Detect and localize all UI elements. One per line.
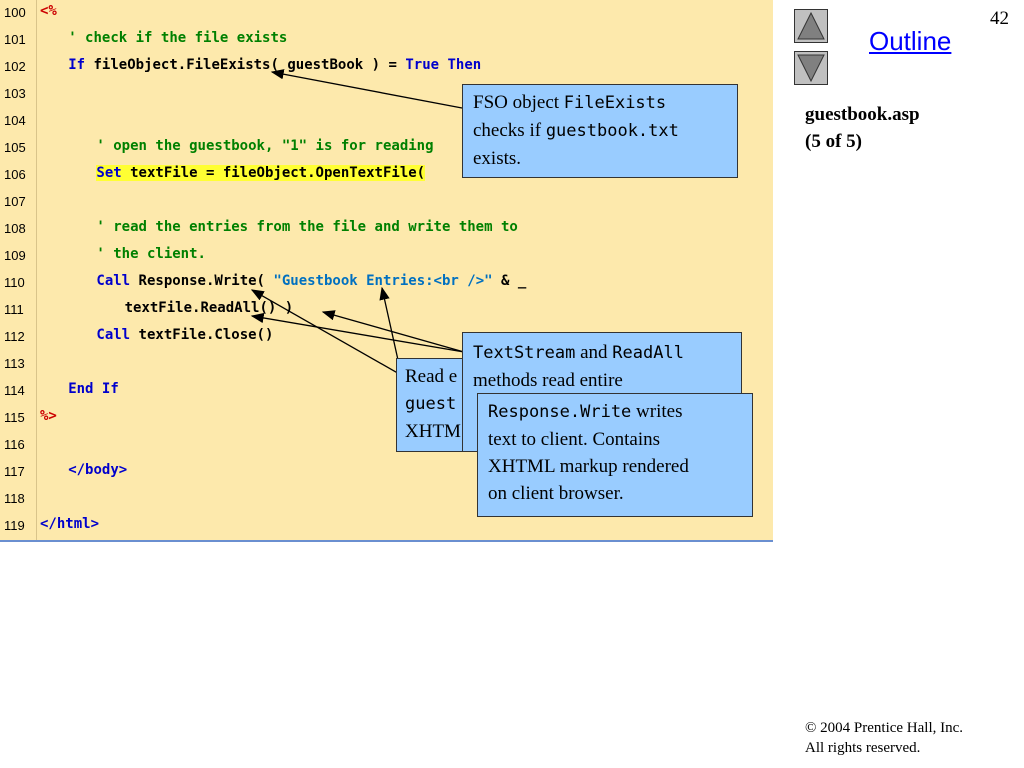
code-token: textFile.ReadAll() ) <box>124 300 294 316</box>
code-text: Set textFile = fileObject.OpenTextFile( <box>96 165 426 181</box>
code-line: 110 Call Response.Write( "Guestbook Entri… <box>0 270 773 297</box>
code-line: 108 ' read the entries from the file and … <box>0 216 773 243</box>
code-token: Call <box>96 327 139 343</box>
line-number: 112 <box>4 329 25 344</box>
line-number: 115 <box>4 410 25 425</box>
line-number: 108 <box>4 221 26 236</box>
copyright-notice: © 2004 Prentice Hall, Inc. All rights re… <box>805 720 964 756</box>
code-token: Call <box>96 273 139 289</box>
line-number: 117 <box>4 464 25 479</box>
code-token: End If <box>68 381 119 397</box>
triangle-down-icon <box>797 54 825 83</box>
code-text: <% <box>40 3 57 19</box>
code-token: True Then <box>405 57 482 73</box>
line-number: 102 <box>4 59 26 74</box>
code-text: </html> <box>40 516 99 532</box>
line-number: 105 <box>4 140 26 155</box>
code-text: Call Response.Write( "Guestbook Entries:… <box>96 273 526 289</box>
code-line: 102 If fileObject.FileExists( guestBook )… <box>0 54 773 81</box>
code-token: </body> <box>68 462 128 478</box>
code-token: If <box>68 57 94 73</box>
code-token: ' the client. <box>96 246 206 262</box>
code-text: %> <box>40 408 57 424</box>
code-line: 109 ' the client. <box>0 243 773 270</box>
code-line: 103 <box>0 81 773 108</box>
code-line: 115 %> <box>0 405 773 432</box>
code-token: textFile.Close() <box>138 327 274 343</box>
code-line: 104 <box>0 108 773 135</box>
line-number: 100 <box>4 5 26 20</box>
code-token: ' read the entries from the file and wri… <box>96 219 518 235</box>
code-token: ' check if the file exists <box>68 30 288 46</box>
code-line: 105 ' open the guestbook, "1" is for read… <box>0 135 773 162</box>
code-line: 117 </body> <box>0 459 773 486</box>
code-text: textFile.ReadAll() ) <box>125 300 294 316</box>
file-name: guestbook.asp <box>805 104 920 125</box>
code-text: Call textFile.Close() <box>96 327 273 343</box>
code-text: </body> <box>68 462 127 478</box>
file-title: guestbook.asp (5 of 5) <box>805 101 920 155</box>
line-number: 106 <box>4 167 26 182</box>
code-token: <% <box>40 3 57 19</box>
triangle-up-icon <box>797 11 825 40</box>
line-number: 110 <box>4 275 25 290</box>
code-token: fileObject.FileExists( guestBook ) = <box>93 57 406 73</box>
callout-response-write: Response.Write writes text to client. Co… <box>477 393 753 517</box>
code-line: 106 Set textFile = fileObject.OpenTextFil… <box>0 162 773 189</box>
outline-link[interactable]: Outline <box>869 26 952 56</box>
code-text: ' the client. <box>96 246 206 262</box>
line-number: 118 <box>4 491 25 506</box>
line-number: 104 <box>4 113 26 128</box>
page-number: 42 <box>990 8 1009 29</box>
code-line: 119 </html> <box>0 513 773 540</box>
code-token: & _ <box>492 273 527 289</box>
line-number: 101 <box>4 32 26 47</box>
code-text: ' check if the file exists <box>68 30 287 46</box>
gutter-divider <box>36 0 37 540</box>
line-number: 103 <box>4 86 26 101</box>
code-text: If fileObject.FileExists( guestBook ) = … <box>68 57 481 73</box>
code-line: 118 <box>0 486 773 513</box>
previous-slide-button[interactable] <box>794 9 828 43</box>
code-token: Set <box>96 165 131 181</box>
line-number: 107 <box>4 194 26 209</box>
line-number: 119 <box>4 518 25 533</box>
code-text: End If <box>68 381 119 397</box>
line-number: 113 <box>4 356 25 371</box>
code-token: "Guestbook Entries:<br />" <box>273 273 493 289</box>
code-line: 112 Call textFile.Close() <box>0 324 773 351</box>
line-number: 109 <box>4 248 26 263</box>
code-token: </html> <box>40 516 100 532</box>
line-number: 111 <box>4 302 24 317</box>
code-line: 116 <box>0 432 773 459</box>
file-part: (5 of 5) <box>805 131 862 152</box>
code-line: 101 ' check if the file exists <box>0 27 773 54</box>
code-line: 111 textFile.ReadAll() ) <box>0 297 773 324</box>
code-token: ' open the guestbook, "1" is for reading <box>96 138 434 154</box>
callout-fileexists: FSO object FileExists checks if guestboo… <box>462 84 738 178</box>
code-token: Response.Write( <box>138 273 274 289</box>
code-line: 113 <box>0 351 773 378</box>
line-number: 116 <box>4 437 25 452</box>
code-token: %> <box>40 408 57 424</box>
code-line: 107 <box>0 189 773 216</box>
copyright-symbol: © <box>805 720 817 736</box>
code-text: ' read the entries from the file and wri… <box>96 219 517 235</box>
code-text: ' open the guestbook, "1" is for reading <box>96 138 433 154</box>
code-token: textFile = fileObject.OpenTextFile( <box>130 165 426 181</box>
line-number: 114 <box>4 383 25 398</box>
code-line: 114 End If <box>0 378 773 405</box>
next-slide-button[interactable] <box>794 51 828 85</box>
code-line: 100 <% <box>0 0 773 27</box>
